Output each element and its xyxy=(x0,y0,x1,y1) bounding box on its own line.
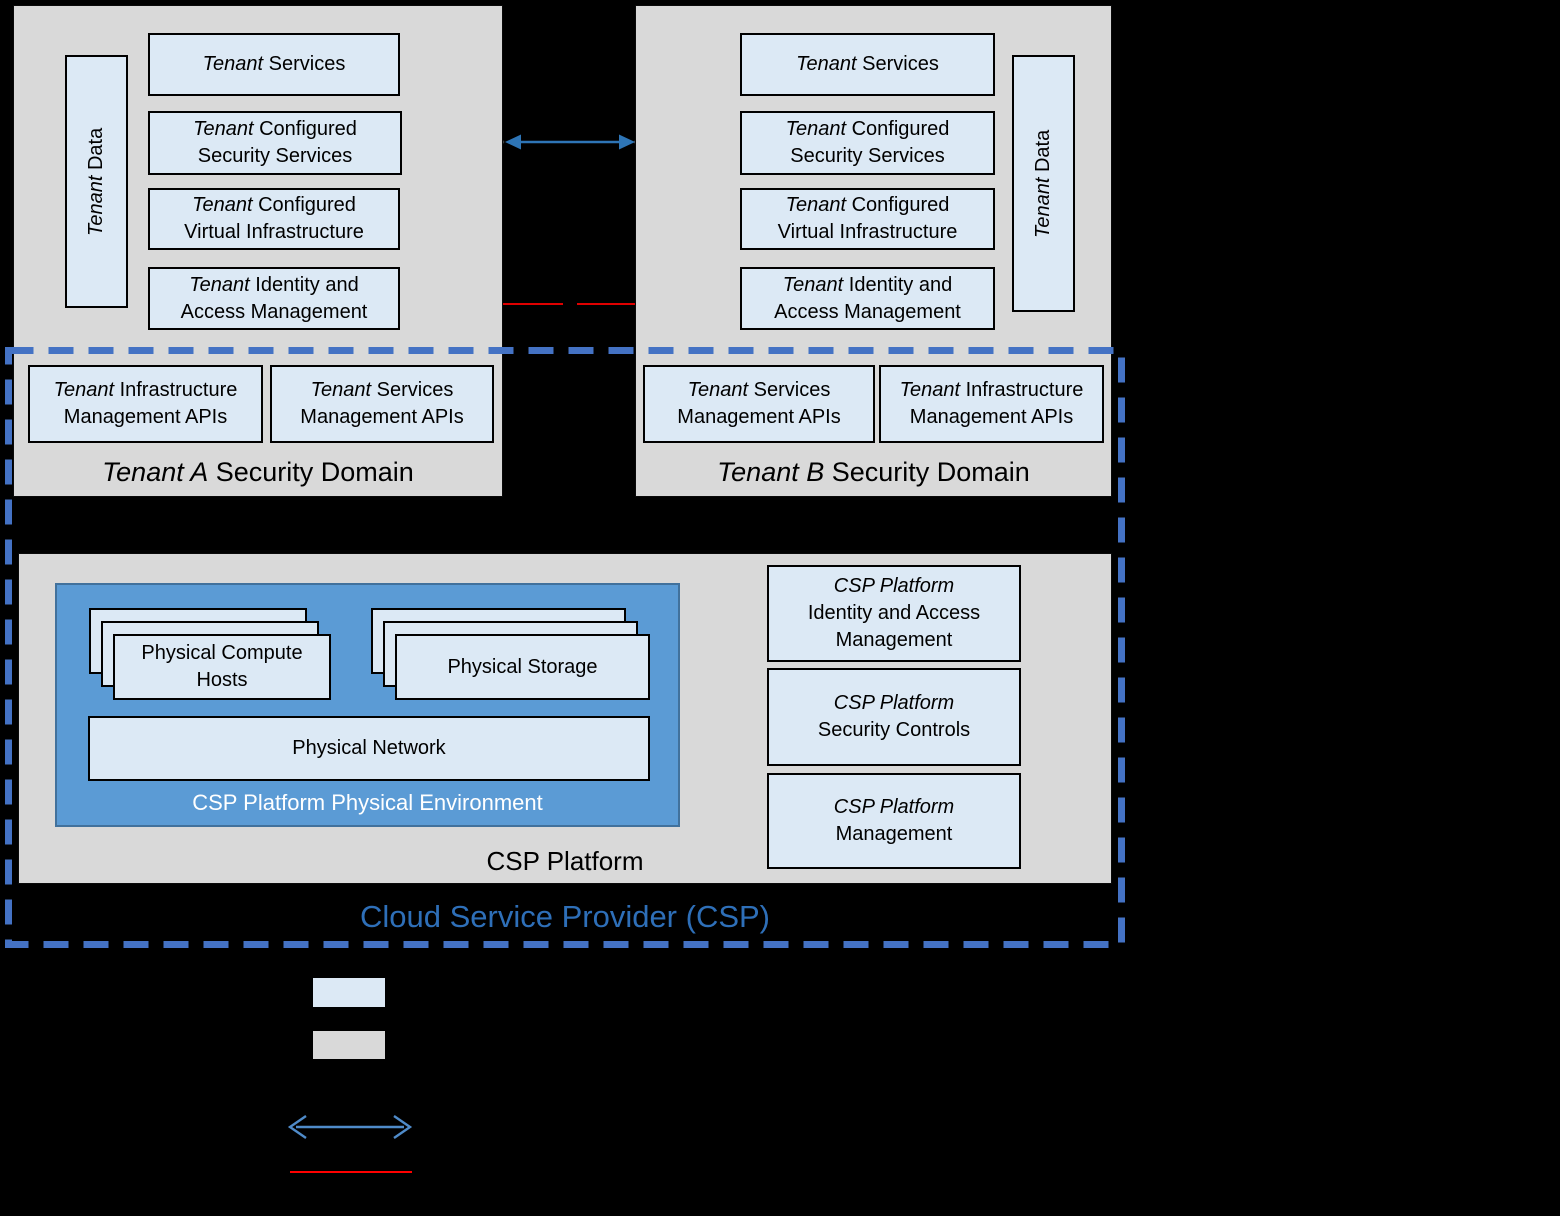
tenant-a-configured-security-services-box: Tenant Configured Security Services xyxy=(148,111,402,175)
tenant-a-configured-virtual-infrastructure-box: Tenant Configured Virtual Infrastructure xyxy=(148,188,400,250)
tenant-b-data-box: Tenant Data xyxy=(1012,55,1075,312)
tenant-b-identity-access-management-box: Tenant Identity and Access Management xyxy=(740,267,995,330)
tenant-b-security-domain-title: Tenant B Security Domain xyxy=(717,457,1030,487)
tenant-a-infrastructure-management-apis-box: Tenant Infrastructure Management APIs xyxy=(28,365,263,443)
physical-network-box: Physical Network xyxy=(88,716,650,781)
cloud-service-provider-label: Cloud Service Provider (CSP) xyxy=(359,899,771,934)
csp-platform-physical-environment-label: CSP Platform Physical Environment xyxy=(192,790,543,815)
tenant-b-configured-virtual-infrastructure-box: Tenant Configured Virtual Infrastructure xyxy=(740,188,995,250)
csp-platform-security-controls-box: CSP Platform Security Controls xyxy=(767,668,1021,766)
csp-platform-iam-box: CSP Platform Identity and Access Managem… xyxy=(767,565,1021,662)
csp-platform-label: CSP Platform xyxy=(486,846,644,876)
tenant-a-identity-access-management-box: Tenant Identity and Access Management xyxy=(148,267,400,330)
tenant-a-data-box: Tenant Data xyxy=(65,55,128,308)
legend-component-box-swatch-icon xyxy=(313,978,385,1007)
tenant-b-services-management-apis-box: Tenant Services Management APIs xyxy=(643,365,875,443)
tenant-a-services-box: Tenant Services xyxy=(148,33,400,96)
legend-bidirectional-arrow-icon xyxy=(287,1115,413,1139)
tenant-a-services-management-apis-box: Tenant Services Management APIs xyxy=(270,365,494,443)
tenant-a-security-domain-title: Tenant A Security Domain xyxy=(102,457,414,487)
tenant-b-infrastructure-management-apis-box: Tenant Infrastructure Management APIs xyxy=(879,365,1104,443)
tenant-b-services-box: Tenant Services xyxy=(740,33,995,96)
tenant-b-data-label: Tenant Data xyxy=(1032,129,1054,238)
legend-security-domain-swatch-icon xyxy=(313,1031,385,1059)
tenant-b-configured-security-services-box: Tenant Configured Security Services xyxy=(740,111,995,175)
physical-compute-hosts-box: Physical Compute Hosts xyxy=(113,634,331,700)
physical-storage-box: Physical Storage xyxy=(395,634,650,700)
tenant-a-data-label: Tenant Data xyxy=(85,127,107,236)
inter-tenant-bidirectional-arrow xyxy=(505,134,635,150)
